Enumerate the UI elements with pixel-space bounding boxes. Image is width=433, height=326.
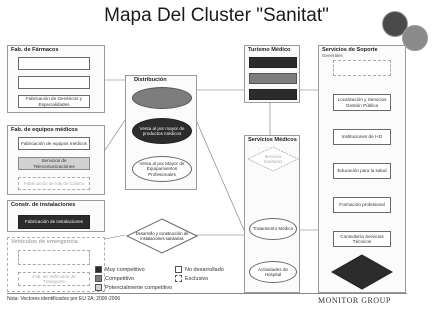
group-servicios-soporte: Servicios de Soporte Generales Localizac… [318,45,406,293]
brand-logo: MONITOR GROUP [318,296,391,305]
page-title: Mapa Del Cluster "Sanitat" [104,5,329,26]
group-subtitle: Generales [322,53,343,58]
node-turismo-1 [249,57,297,68]
node-formacion-profesional: Formación profesional [333,197,391,213]
legend-swatch [95,275,102,282]
diamond-shape [331,254,393,290]
legend-label: Potencialmente competitivo [105,284,173,291]
legend-label: Competitivo [105,275,135,282]
legend-label: Exclusivo [185,275,209,282]
group-title: Turismo Médico [248,47,291,53]
diamond-shape [126,218,198,254]
node-kits: Fabricación de kits de Cánico [18,177,90,190]
group-title: Constr. de instalaciones [11,202,76,208]
node-soporte-final [331,254,393,290]
group-fab-farmacos: Fab. de Fármacos Fabricación de Genérico… [7,45,105,113]
legend-swatch [175,266,182,273]
node-desarrollo-construccion: Desarrollo y construcción de instalacion… [126,218,198,254]
group-title: Fab. de Fármacos [11,47,59,53]
diamond-shape [247,146,299,172]
group-title: Distribución [134,77,167,83]
node-servicios-sanitarios-label: Servicios Sanitarios [263,154,283,164]
footnote: Nota: Vectores identificados por EU 2A, … [7,296,121,302]
group-construccion: Constr. de instalaciones Fabricación de … [7,200,105,232]
legend-item: No desarrollado [175,266,224,273]
group-title: Servicios Médicos [248,137,297,143]
legend-swatch [175,275,182,282]
group-vehiculos: Vehículos de emergencia Fab. de Vehículo… [7,237,105,292]
node-servicios-sanitarios: Servicios Sanitarios [247,146,299,172]
node-vehiculos-1 [18,250,90,265]
node-venta-productos-medicos: Venta al por mayor de productos médicos [132,118,192,144]
legend: Muy competitivo Competitivo Potencialmen… [95,266,245,300]
node-fab-equipos-medicos: Fabricación de equipos médicos [18,137,90,150]
legend-item: Competitivo [95,275,134,282]
node-telecom: Servicios de Telecomunicaciones [18,157,90,170]
node-educacion-salud: Educación para la salud [333,163,391,179]
legend-label: No desarrollado [185,266,224,273]
group-title: Servicios de Soporte [322,47,378,53]
node-fab-farmacos-2 [18,76,90,89]
node-desarrollo-label: Desarrollo y construcción de instalacion… [135,231,189,241]
legend-item: Potencialmente competitivo [95,284,172,291]
legend-item: Exclusivo [175,275,208,282]
node-tratamiento-medico: Tratamiento Médico [249,218,297,240]
group-title: Vehículos de emergencia [11,239,78,245]
node-consultoria: Consultoría Servicios Técnicos [333,231,391,247]
node-instituciones-id: Instituciones de I+D [333,129,391,145]
node-turismo-3 [249,89,297,100]
group-title: Fab. de equipos médicos [11,127,78,133]
node-fab-farmacos-1 [18,57,90,70]
node-fab-genericos: Fabricación de Genéricos y Especialidade… [18,95,90,108]
node-venta-equipamientos: Venta al por Mayor de Equipamientos Prof… [132,156,192,182]
group-distribucion: Distribución Venta al por mayor de produ… [125,75,197,190]
legend-swatch [95,284,102,291]
group-servicios-medicos: Servicios Médicos Servicios Sanitarios T… [244,135,300,293]
node-turismo-2 [249,73,297,84]
node-actividades-hospital: Actividades de Hospital [249,261,297,283]
node-distribucion-1 [132,87,192,109]
node-fab-instalaciones: Fabricación de instalaciones [18,215,90,229]
node-localizacion-gestion: Localización y Servicios Gestión Pública [333,94,391,111]
legend-label: Muy competitivo [105,266,145,273]
footer-divider [7,293,407,294]
group-turismo: Turismo Médico [244,45,300,103]
node-soporte-1 [333,60,391,76]
legend-item: Muy competitivo [95,266,145,273]
legend-swatch [95,266,102,273]
group-fab-equipos: Fab. de equipos médicos Fabricación de e… [7,125,105,195]
logo-2 [402,25,428,51]
node-vehiculos-transporte: Fab. de Vehículos de Transporte [18,272,90,286]
